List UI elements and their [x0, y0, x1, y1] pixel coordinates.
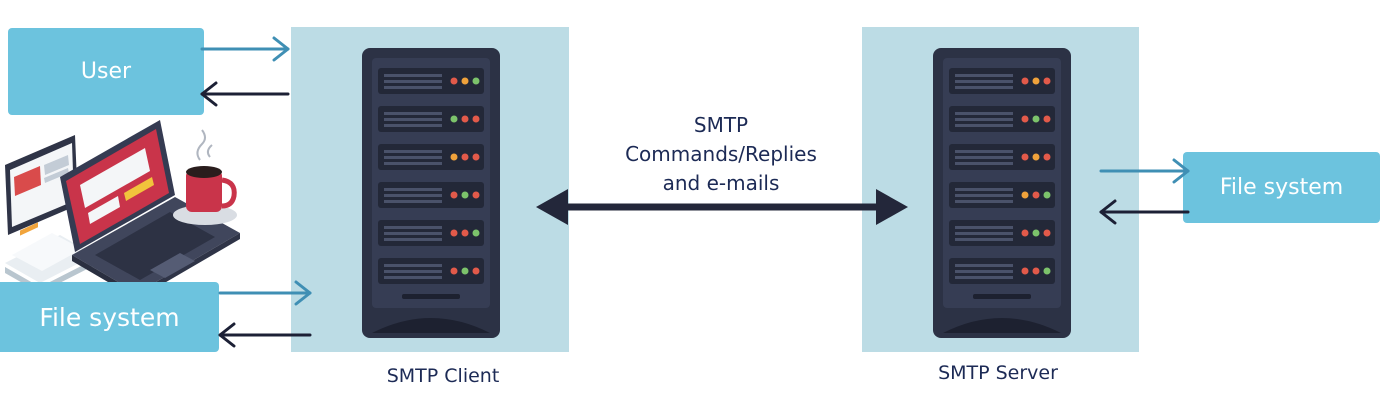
client-to-user-arrow	[200, 81, 290, 107]
status-led	[1043, 153, 1051, 161]
server-slot-vent	[955, 162, 1013, 165]
status-led	[1043, 115, 1051, 123]
smtp-link-label: SMTP Commands/Replies and e-mails	[590, 111, 852, 198]
status-led	[1021, 115, 1029, 123]
fs-to-server-arrow	[1099, 199, 1190, 225]
status-led	[472, 77, 480, 85]
server-slot-vent	[955, 264, 1013, 267]
status-led	[461, 191, 469, 199]
server-slot-vent	[384, 200, 442, 203]
server-slot-vent	[955, 238, 1013, 241]
status-led	[1021, 77, 1029, 85]
server-slot-vent	[384, 150, 442, 153]
server-slot-vent	[384, 162, 442, 165]
server-slot-vent	[955, 74, 1013, 77]
status-led	[472, 229, 480, 237]
status-led	[461, 267, 469, 275]
server-slot-vent	[955, 276, 1013, 279]
user-box-label: User	[80, 59, 132, 84]
server-slot-vent	[955, 150, 1013, 153]
status-led	[1043, 229, 1051, 237]
smtp-server-caption: SMTP Server	[938, 362, 1058, 384]
user-to-client-arrow	[200, 36, 290, 62]
server-slot-vent	[384, 232, 442, 235]
status-led	[1032, 115, 1040, 123]
laptop-illustration	[5, 120, 240, 299]
server-slot-vent	[384, 74, 442, 77]
server-slot-vent	[955, 118, 1013, 121]
smtp-link-line-1: SMTP	[693, 113, 749, 137]
server-slot-vent	[384, 118, 442, 121]
server-slot-vent	[955, 80, 1013, 83]
smtp-link-double-arrow	[536, 189, 908, 225]
status-led	[461, 77, 469, 85]
server-slot-vent	[955, 226, 1013, 229]
server-slot-vent	[384, 188, 442, 191]
server-slot-vent	[955, 188, 1013, 191]
status-led	[472, 191, 480, 199]
status-led	[1021, 267, 1029, 275]
status-led	[1043, 191, 1051, 199]
status-led	[1032, 77, 1040, 85]
smtp-server-server-rack-icon	[933, 48, 1071, 338]
smtp-link-line-2: Commands/Replies	[625, 142, 817, 166]
status-led	[1021, 229, 1029, 237]
status-led	[472, 267, 480, 275]
server-to-fs-arrow	[1099, 158, 1190, 184]
status-led	[450, 191, 458, 199]
fs-to-client-arrow	[218, 280, 312, 306]
status-led	[1021, 153, 1029, 161]
server-slot-vent	[955, 200, 1013, 203]
status-led	[472, 115, 480, 123]
status-led	[461, 115, 469, 123]
server-slot-vent	[384, 124, 442, 127]
server-slot-vent	[955, 232, 1013, 235]
status-led	[450, 267, 458, 275]
server-slot-vent	[955, 112, 1013, 115]
client-to-fs-arrow	[218, 322, 312, 348]
smtp-client-server-rack-icon	[362, 48, 500, 338]
user-box: User	[8, 28, 204, 115]
server-slot-vent	[384, 270, 442, 273]
coffee-mug-icon	[173, 129, 237, 225]
smtp-link-line-3: and e-mails	[662, 171, 780, 195]
status-led	[1032, 267, 1040, 275]
status-led	[450, 77, 458, 85]
server-slot-vent	[955, 194, 1013, 197]
server-slot-vent	[384, 276, 442, 279]
server-slot-vent	[955, 124, 1013, 127]
right-file-system-label: File system	[1219, 175, 1344, 200]
server-slot-vent	[384, 194, 442, 197]
status-led	[450, 229, 458, 237]
status-led	[1032, 229, 1040, 237]
server-slot-vent	[384, 80, 442, 83]
status-led	[1043, 77, 1051, 85]
status-led	[461, 229, 469, 237]
status-led	[1043, 267, 1051, 275]
server-slot-vent	[955, 156, 1013, 159]
left-file-system-label: File system	[39, 302, 180, 332]
smtp-client-caption: SMTP Client	[386, 365, 500, 387]
right-file-system-box: File system	[1183, 152, 1380, 223]
status-led	[461, 153, 469, 161]
server-slot-vent	[384, 264, 442, 267]
status-led	[1032, 153, 1040, 161]
server-slot-vent	[384, 156, 442, 159]
server-slot-vent	[955, 86, 1013, 89]
status-led	[472, 153, 480, 161]
status-led	[450, 153, 458, 161]
status-led	[1021, 191, 1029, 199]
status-led	[450, 115, 458, 123]
left-file-system-box: File system	[0, 282, 219, 352]
status-led	[1032, 191, 1040, 199]
server-slot-vent	[384, 226, 442, 229]
server-slot-vent	[384, 238, 442, 241]
server-slot-vent	[955, 270, 1013, 273]
server-slot-vent	[384, 86, 442, 89]
server-slot-vent	[384, 112, 442, 115]
